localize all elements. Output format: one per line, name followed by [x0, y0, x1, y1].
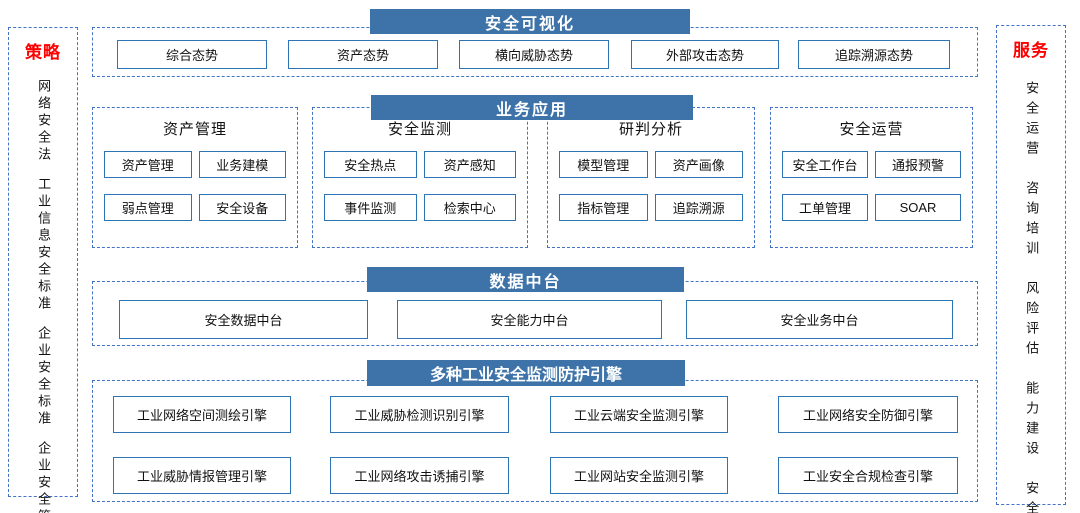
section-visualization-header: 安全可视化 [370, 9, 690, 34]
group-title: 资产管理 [162, 121, 227, 138]
module-box: 安全工作台 [782, 151, 868, 178]
section-engines-header: 多种工业安全监测防护引擎 [367, 360, 685, 386]
group-grid: 安全工作台 通报预警 工单管理 SOAR [782, 151, 961, 221]
pillar-service: 服务 安全运营 咨询培训 风险评估 能力建设 安全保险 [996, 25, 1066, 513]
engine-box: 工业云端安全监测引擎 [550, 396, 728, 433]
engine-box: 工业威胁情报管理引擎 [113, 457, 291, 494]
group-title: 安全运营 [839, 121, 904, 138]
pillar-service-items: 安全运营 咨询培训 风险评估 能力建设 安全保险 [1024, 81, 1040, 513]
section-business-header: 业务应用 [371, 95, 693, 120]
service-item: 咨询培训 [1024, 181, 1040, 261]
service-item: 安全保险 [1024, 481, 1039, 513]
engine-box: 工业威胁检测识别引擎 [330, 396, 509, 433]
visualization-box: 追踪溯源态势 [798, 40, 950, 69]
module-box: 业务建模 [198, 151, 286, 178]
group-title: 安全监测 [387, 121, 452, 138]
section-data-platform-header: 数据中台 [367, 267, 684, 292]
module-box: 工单管理 [782, 194, 868, 221]
strategy-item: 企业安全标准 [36, 326, 52, 428]
visualization-box: 横向威胁态势 [459, 40, 609, 69]
group-title: 研判分析 [618, 121, 683, 138]
service-item: 能力建设 [1024, 381, 1040, 461]
service-item: 风险评估 [1024, 281, 1040, 361]
module-box: 检索中心 [423, 194, 516, 221]
visualization-box: 外部攻击态势 [631, 40, 779, 69]
pillar-strategy-items: 网络安全法 工业信息安全标准 企业安全标准 企业安全管理制度 [36, 79, 52, 513]
group-analysis: 研判分析 模型管理 资产画像 指标管理 追踪溯源 [547, 107, 755, 248]
platform-box: 安全数据中台 [119, 300, 368, 339]
engine-box: 工业安全合规检查引擎 [778, 457, 958, 494]
group-security-monitoring: 安全监测 安全热点 资产感知 事件监测 检索中心 [312, 107, 528, 248]
pillar-strategy: 策略 网络安全法 工业信息安全标准 企业安全标准 企业安全管理制度 [8, 27, 78, 513]
module-box: SOAR [875, 194, 961, 221]
module-box: 资产管理 [104, 151, 192, 178]
engine-box: 工业网络安全防御引擎 [778, 396, 958, 433]
module-box: 安全设备 [198, 194, 286, 221]
engine-box: 工业网络空间测绘引擎 [113, 396, 291, 433]
strategy-item: 企业安全管理制度 [36, 441, 52, 513]
group-grid: 安全热点 资产感知 事件监测 检索中心 [324, 151, 516, 221]
module-box: 通报预警 [875, 151, 961, 178]
platform-box: 安全业务中台 [686, 300, 953, 339]
group-grid: 资产管理 业务建模 弱点管理 安全设备 [104, 151, 286, 221]
platform-box: 安全能力中台 [397, 300, 662, 339]
module-box: 事件监测 [324, 194, 417, 221]
strategy-item: 工业信息安全标准 [36, 177, 52, 313]
module-box: 资产画像 [654, 151, 743, 178]
visualization-box: 综合态势 [117, 40, 267, 69]
group-grid: 模型管理 资产画像 指标管理 追踪溯源 [559, 151, 743, 221]
module-box: 指标管理 [559, 194, 648, 221]
module-box: 追踪溯源 [654, 194, 743, 221]
module-box: 资产感知 [423, 151, 516, 178]
group-asset-management: 资产管理 资产管理 业务建模 弱点管理 安全设备 [92, 107, 298, 248]
module-box: 弱点管理 [104, 194, 192, 221]
strategy-item: 网络安全法 [36, 79, 52, 164]
module-box: 模型管理 [559, 151, 648, 178]
group-security-operations: 安全运营 安全工作台 通报预警 工单管理 SOAR [770, 107, 973, 248]
engine-box: 工业网站安全监测引擎 [550, 457, 728, 494]
pillar-service-title: 服务 [1013, 41, 1049, 60]
visualization-box: 资产态势 [288, 40, 438, 69]
module-box: 安全热点 [324, 151, 417, 178]
pillar-strategy-title: 策略 [25, 43, 61, 62]
service-item: 安全运营 [1024, 81, 1040, 161]
engine-box: 工业网络攻击诱捕引擎 [330, 457, 509, 494]
